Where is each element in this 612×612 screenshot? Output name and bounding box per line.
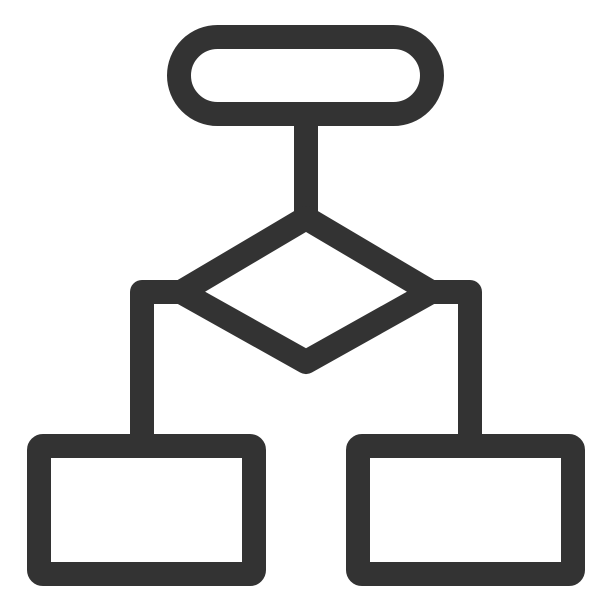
start-terminator-shape (167, 25, 444, 126)
left-branch-connector (130, 280, 181, 446)
decision-diamond-shape (169, 206, 443, 374)
right-branch-connector (431, 280, 482, 446)
right-process-box (346, 434, 585, 586)
left-process-box (27, 434, 266, 586)
